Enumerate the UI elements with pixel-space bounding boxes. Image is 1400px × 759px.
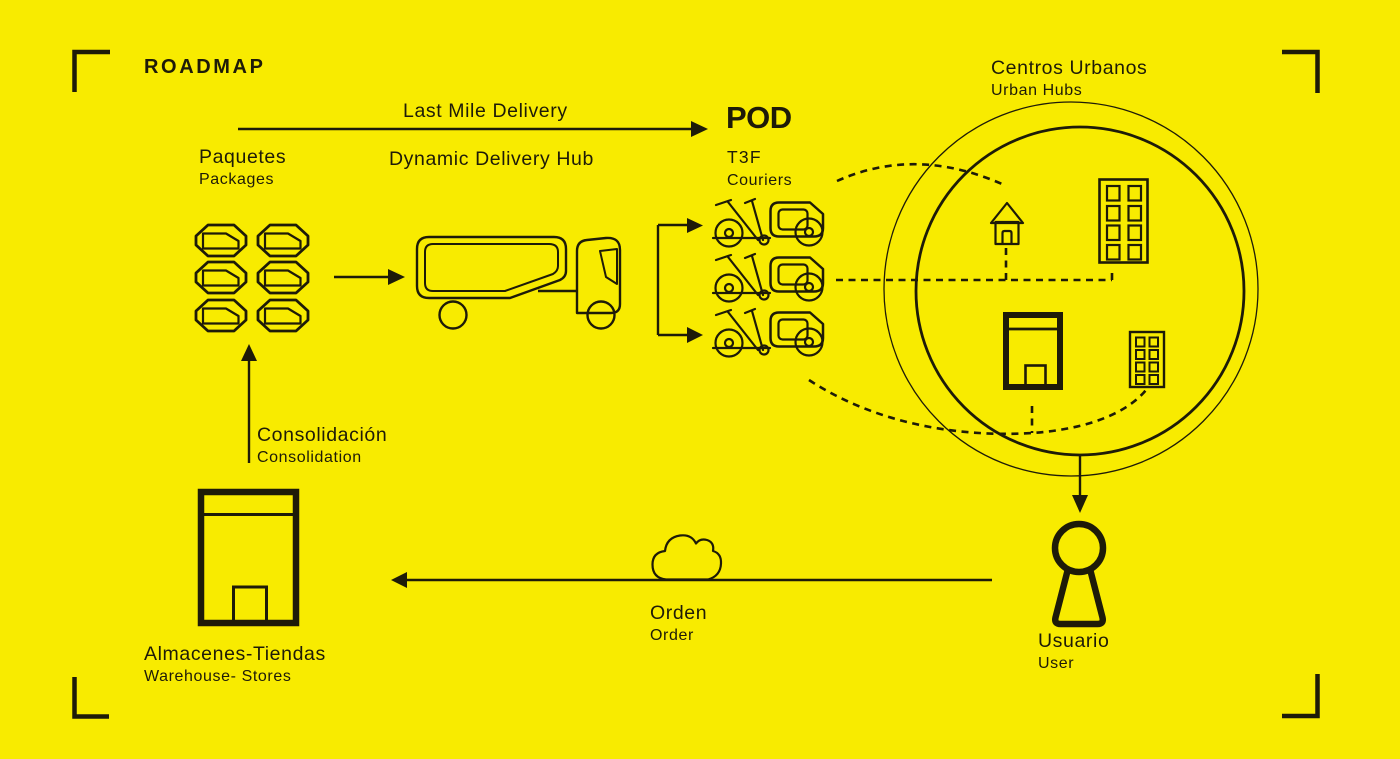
urban-hubs-label: Centros Urbanos Urban Hubs [991, 57, 1147, 100]
route-courier1-to-house [836, 162, 1003, 186]
courier-split-arrows [656, 218, 703, 343]
user-label: Usuario User [1038, 630, 1109, 673]
consolidation-label: Consolidación Consolidation [257, 424, 387, 467]
cargo-bike-icon [711, 252, 825, 303]
corner-mark-top-right [1282, 49, 1320, 93]
small-building-icon [1128, 330, 1166, 389]
packages-to-truck-arrow [334, 269, 405, 285]
warehouse-label-es: Almacenes-Tiendas [144, 643, 326, 665]
route-courier2-to-buildings [836, 248, 1114, 282]
hub-label: Dynamic Delivery Hub [389, 148, 594, 170]
corner-mark-top-left [72, 49, 110, 92]
store-icon [1003, 312, 1063, 390]
couriers-label: Couriers [727, 172, 793, 189]
corner-mark-bottom-left [72, 677, 109, 719]
warehouse-label: Almacenes-Tiendas Warehouse- Stores [144, 643, 326, 686]
order-label-en: Order [650, 627, 694, 644]
order-label: Orden Order [650, 602, 707, 645]
route-courier3-to-store [808, 378, 1148, 436]
hub-to-user-arrow [1072, 456, 1088, 513]
pod-logo: POD [726, 100, 792, 135]
dashed-route-lines [808, 162, 1148, 436]
corner-mark-bottom-right [1282, 674, 1320, 719]
urban-hub-circle [883, 101, 1259, 477]
cloud-icon [651, 534, 723, 581]
order-label-es: Orden [650, 602, 708, 624]
package-grid-icon [194, 223, 310, 333]
user-label-es: Usuario [1038, 630, 1110, 652]
warehouse-store-icon [197, 488, 300, 627]
urban-hubs-label-es: Centros Urbanos [991, 57, 1148, 79]
delivery-truck-icon [415, 235, 622, 330]
warehouse-label-en: Warehouse- Stores [144, 668, 292, 685]
corner-crop-marks [72, 49, 1320, 719]
apartment-building-icon [1098, 178, 1149, 264]
consolidation-label-en: Consolidation [257, 449, 362, 466]
pod-team-label: T3F [727, 147, 762, 167]
page-title: ROADMAP [144, 56, 266, 78]
cargo-bike-icon [711, 197, 825, 248]
consolidation-label-es: Consolidación [257, 424, 388, 446]
packages-label-es: Paquetes [199, 146, 287, 168]
user-label-en: User [1038, 655, 1075, 672]
user-keyhole-icon [1051, 520, 1107, 628]
urban-hubs-label-en: Urban Hubs [991, 82, 1083, 99]
consolidation-arrow [241, 344, 257, 463]
packages-label-en: Packages [199, 171, 275, 188]
cargo-bike-icons [711, 197, 825, 358]
house-icon [989, 201, 1025, 246]
last-mile-label: Last Mile Delivery [403, 100, 568, 122]
packages-label: Paquetes Packages [199, 146, 286, 189]
last-mile-arrow [238, 121, 708, 137]
cargo-bike-icon [711, 307, 825, 358]
